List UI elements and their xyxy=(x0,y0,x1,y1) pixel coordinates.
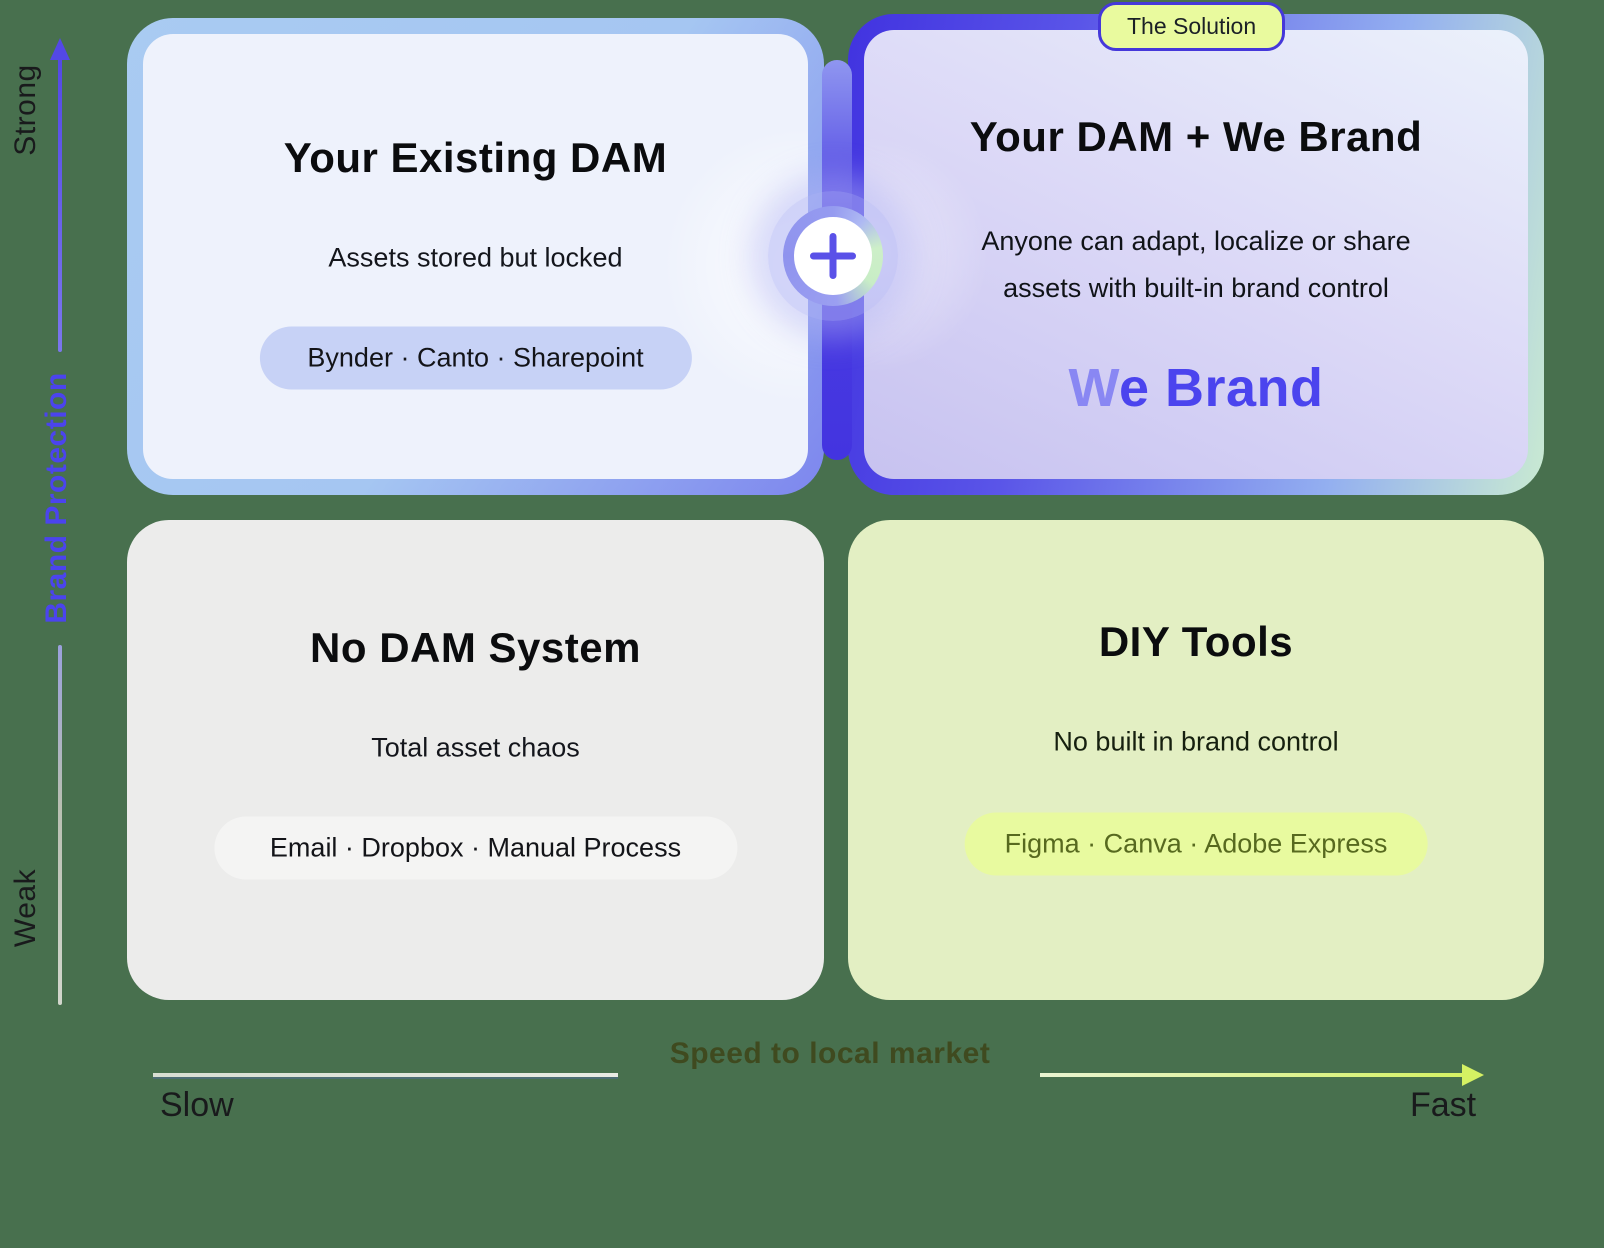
quadrant-existing-dam-body: Your Existing DAM Assets stored but lock… xyxy=(143,34,808,479)
quadrant-dam-plus-webrand-body: Your DAM + We Brand Anyone can adapt, lo… xyxy=(864,30,1528,479)
card-description-line2: assets with built-in brand control xyxy=(1003,273,1389,303)
x-axis-line-left xyxy=(153,1073,618,1077)
webrand-logo-w: W xyxy=(1068,358,1119,418)
card-description-line1: Anyone can adapt, localize or share xyxy=(981,225,1411,256)
vendor-pill: Email · Dropbox · Manual Process xyxy=(213,816,738,880)
quadrant-diy-tools-body: DIY Tools No built in brand control Figm… xyxy=(848,520,1544,1000)
x-axis-arrowhead-icon xyxy=(1462,1064,1484,1086)
webrand-logo: We Brand xyxy=(1068,357,1323,419)
card-title: DIY Tools xyxy=(1098,618,1294,665)
solution-badge: The Solution xyxy=(1098,2,1286,51)
plus-icon-bar-vertical xyxy=(829,233,837,279)
vendor-pill: Figma · Canva · Adobe Express xyxy=(964,812,1428,876)
x-axis-fast-label: Fast xyxy=(1410,1086,1477,1124)
y-axis-strong-label: Strong xyxy=(9,64,42,156)
card-title: Your Existing DAM xyxy=(283,134,668,181)
x-axis-title: Speed to local market xyxy=(669,1037,991,1070)
webrand-logo-rest: e Brand xyxy=(1118,358,1324,418)
quadrant-dam-plus-webrand: Your DAM + We Brand Anyone can adapt, lo… xyxy=(848,14,1544,495)
y-axis-line-lower xyxy=(58,645,62,1005)
y-axis-line-upper xyxy=(58,56,62,352)
x-axis-slow-label: Slow xyxy=(160,1086,234,1124)
quadrant-no-dam-body: No DAM System Total asset chaos Email · … xyxy=(127,520,824,1000)
card-subtitle: Total asset chaos xyxy=(371,732,580,763)
card-title: Your DAM + We Brand xyxy=(969,113,1423,160)
x-axis-line-right xyxy=(1040,1073,1464,1077)
quadrant-diy-tools: DIY Tools No built in brand control Figm… xyxy=(848,520,1544,1000)
quadrant-no-dam: No DAM System Total asset chaos Email · … xyxy=(127,520,824,1000)
y-axis-arrowhead-icon xyxy=(50,38,70,60)
card-subtitle: Assets stored but locked xyxy=(328,242,623,273)
y-axis-weak-label: Weak xyxy=(9,868,42,948)
vendor-pill: Bynder · Canto · Sharepoint xyxy=(259,326,692,390)
card-description: Anyone can adapt, localize or share asse… xyxy=(981,218,1410,313)
card-subtitle: No built in brand control xyxy=(1053,726,1339,757)
y-axis-title: Brand Protection xyxy=(40,372,73,624)
card-title: No DAM System xyxy=(310,624,641,671)
quadrant-existing-dam: Your Existing DAM Assets stored but lock… xyxy=(127,18,824,495)
plus-icon xyxy=(794,217,872,295)
